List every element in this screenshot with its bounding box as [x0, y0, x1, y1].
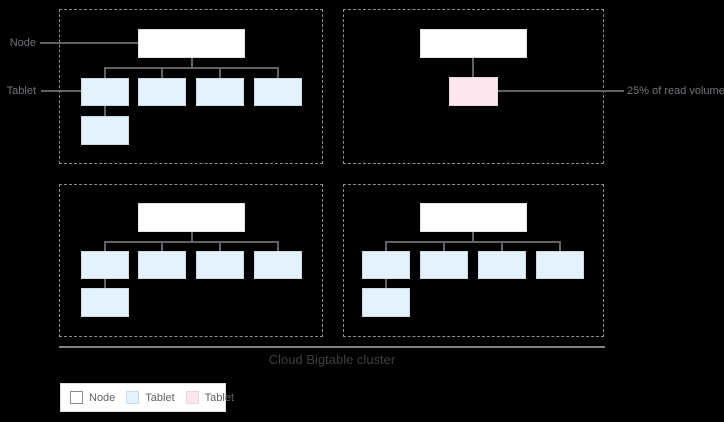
- tablet-box: [196, 251, 244, 279]
- tablet-box: [196, 78, 244, 106]
- legend-item-tablet: Tablet: [126, 391, 175, 404]
- tablet-box: [362, 251, 410, 279]
- node-box: [420, 29, 527, 58]
- legend-item-node: Node: [70, 391, 115, 404]
- read-volume-callout-label: 25% of read volume: [627, 85, 724, 97]
- tablet-box: [138, 251, 186, 279]
- hot-tablet-box: [449, 77, 498, 106]
- tree-connector: [104, 67, 279, 69]
- tree-connector: [104, 241, 279, 243]
- tree-connector: [104, 67, 106, 78]
- hot-tablet-swatch: [185, 391, 199, 404]
- tree-connector: [385, 241, 561, 243]
- legend-label: Tablet: [145, 391, 175, 404]
- tree-connector: [443, 241, 445, 251]
- tree-connector: [219, 241, 221, 251]
- tablet-box: [81, 78, 129, 106]
- tree-connector: [191, 58, 193, 68]
- tree-connector: [385, 241, 387, 251]
- tree-connector: [104, 279, 106, 288]
- tree-connector: [104, 106, 106, 116]
- tree-connector: [277, 241, 279, 251]
- node-box: [420, 203, 527, 232]
- legend-label: Tablet: [204, 391, 235, 404]
- node-quadrant-bottom-left: [59, 184, 323, 337]
- cluster-title: Cloud Bigtable cluster: [268, 352, 396, 367]
- tree-connector: [472, 232, 474, 241]
- node-quadrant-bottom-right: [343, 184, 604, 337]
- read-volume-callout-line: [498, 90, 624, 92]
- node-callout-line: [40, 42, 138, 44]
- tablet-callout-line: [41, 90, 81, 92]
- node-box: [138, 29, 245, 58]
- tablet-box: [81, 116, 129, 145]
- tablet-box: [254, 251, 302, 279]
- tree-connector: [559, 241, 561, 251]
- tree-connector: [277, 67, 279, 78]
- tablet-callout-label: Tablet: [6, 85, 36, 97]
- node-quadrant-top-right: [343, 9, 604, 164]
- node-swatch: [70, 391, 83, 404]
- tablet-box: [81, 288, 129, 317]
- tablet-box: [478, 251, 526, 279]
- tablet-box: [138, 78, 186, 106]
- tree-connector: [161, 67, 163, 78]
- tree-connector: [385, 279, 387, 288]
- node-callout-label: Node: [9, 37, 36, 49]
- tree-connector: [161, 241, 163, 251]
- tablet-box: [254, 78, 302, 106]
- tablet-box: [536, 251, 584, 279]
- tree-connector: [219, 67, 221, 78]
- node-quadrant-top-left: [59, 9, 323, 164]
- cluster-bracket-line: [59, 346, 605, 348]
- tablet-box: [81, 251, 129, 279]
- tree-connector: [104, 241, 106, 251]
- tree-connector: [191, 232, 193, 241]
- tablet-swatch: [126, 391, 140, 404]
- legend-label: Node: [89, 391, 116, 404]
- tablet-box: [420, 251, 468, 279]
- legend-item-hot-tablet: Tablet: [185, 391, 235, 404]
- tree-connector: [472, 58, 474, 77]
- tablet-box: [362, 288, 410, 317]
- tree-connector: [501, 241, 503, 251]
- legend: Node Tablet Tablet: [60, 383, 234, 412]
- node-box: [138, 203, 245, 232]
